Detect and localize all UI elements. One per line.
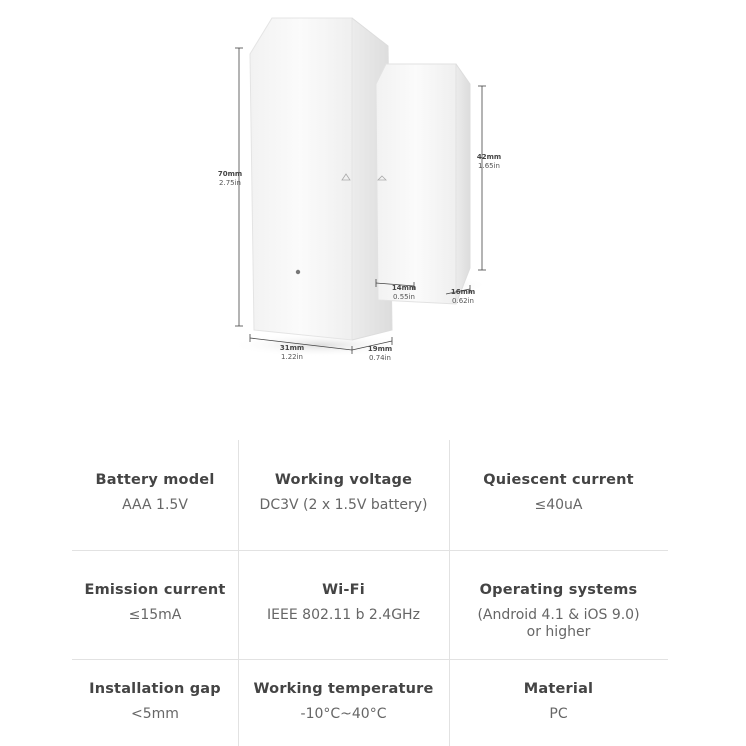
spec-label: Battery model [95,472,215,488]
depth-large-mm-label: 19mm [368,345,392,353]
spec-label: Working voltage [274,472,413,488]
width-small-in-label: 0.55in [393,293,415,301]
spec-label: Working temperature [253,681,434,697]
product-image: 70mm 2.75in 42mm 1.65in 31mm 1.22in 19mm… [218,17,501,362]
spec-label: Emission current [84,582,226,598]
sensor-shadow [230,333,410,357]
spec-label: Installation gap [89,681,221,697]
spec-value: ≤40uA [534,497,583,513]
spec-emission-current: Emission current ≤15mA [72,582,238,624]
sensor-main-unit [249,17,393,341]
door-sensor-illustration: 70mm 2.75in 42mm 1.65in 31mm 1.22in 19mm… [218,17,501,362]
row-divider [72,550,668,551]
led-indicator-icon [295,269,301,275]
spec-label: Operating systems [479,582,638,598]
alignment-mark-icon [341,173,351,181]
spec-wifi: Wi-Fi IEEE 802.11 b 2.4GHz [238,582,449,624]
width-large-mm-label: 31mm [280,344,304,352]
spec-installation-gap: Installation gap <5mm [72,681,238,723]
spec-value: <5mm [131,706,179,722]
width-large-in-label: 1.22in [281,353,303,361]
alignment-mark-icon [377,175,387,181]
spec-label: Quiescent current [483,472,634,488]
height-small-mm-label: 42mm [477,153,501,161]
column-divider [238,551,239,746]
spec-value: -10°C~40°C [300,706,387,722]
spec-value: IEEE 802.11 b 2.4GHz [267,607,420,623]
column-divider [238,440,239,550]
spec-material: Material PC [449,681,668,723]
height-large-mm-label: 70mm [218,170,242,178]
depth-small-in-label: 0.62in [452,297,474,305]
spec-label: Material [523,681,594,697]
column-divider [449,551,450,746]
spec-quiescent-current: Quiescent current ≤40uA [449,472,668,514]
spec-operating-systems: Operating systems (Android 4.1 & iOS 9.0… [449,582,668,641]
height-small-in-label: 1.65in [478,162,500,170]
specs-table: Battery model AAA 1.5V Working voltage D… [72,440,668,746]
spec-working-temperature: Working temperature -10°C~40°C [238,681,449,723]
spec-value: AAA 1.5V [122,497,188,513]
spec-value: DC3V (2 x 1.5V battery) [259,497,428,513]
sensor-magnet-unit [375,63,471,305]
column-divider [449,440,450,550]
spec-working-voltage: Working voltage DC3V (2 x 1.5V battery) [238,472,449,514]
spec-value-line2: or higher [526,624,591,640]
spec-battery-model: Battery model AAA 1.5V [72,472,238,514]
spec-value: (Android 4.1 & iOS 9.0) [477,607,640,623]
spec-value: ≤15mA [128,607,182,623]
spec-label: Wi-Fi [322,582,365,598]
spec-value: PC [549,706,568,722]
row-divider [72,659,668,660]
depth-large-in-label: 0.74in [369,354,391,362]
width-small-mm-label: 14mm [392,284,416,292]
depth-small-mm-label: 16mm [451,288,475,296]
height-large-in-label: 2.75in [219,179,241,187]
